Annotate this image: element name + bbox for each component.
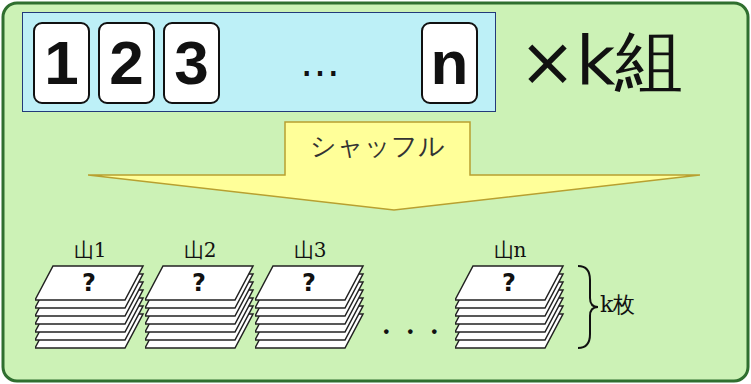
pile-card bbox=[35, 266, 143, 300]
ellipsis: ・・・ bbox=[368, 318, 452, 347]
card-pile: 山2? bbox=[145, 238, 255, 372]
ellipsis: … bbox=[240, 38, 400, 86]
question-mark: ? bbox=[279, 266, 339, 300]
arrow-outline bbox=[88, 122, 700, 210]
pile-card bbox=[145, 266, 253, 300]
set-count-heading: ×k組 bbox=[519, 17, 683, 107]
pile-card bbox=[455, 266, 563, 300]
question-mark: ? bbox=[479, 266, 539, 300]
pile-label: 山2 bbox=[145, 238, 255, 262]
question-mark: ? bbox=[59, 266, 119, 300]
shuffle-label: シャッフル bbox=[285, 126, 470, 166]
number-card: 1 bbox=[33, 22, 90, 104]
card-set-box: ×k組123n bbox=[22, 12, 496, 112]
card-number: 1 bbox=[44, 32, 78, 94]
green-panel bbox=[3, 3, 748, 381]
card-number: 2 bbox=[109, 32, 143, 94]
card-number: 3 bbox=[174, 32, 208, 94]
card-number: n bbox=[431, 32, 469, 94]
number-card: 2 bbox=[98, 22, 155, 104]
brace bbox=[578, 266, 598, 348]
pile-card bbox=[255, 266, 363, 300]
pile-label: 山3 bbox=[255, 238, 365, 262]
number-card: 3 bbox=[163, 22, 220, 104]
pile-label: 山n bbox=[455, 238, 565, 262]
question-mark: ? bbox=[169, 266, 229, 300]
count-label: k枚 bbox=[600, 292, 635, 318]
card-pile: 山1? bbox=[35, 238, 145, 372]
card-pile: 山3? bbox=[255, 238, 365, 372]
number-card: n bbox=[421, 22, 478, 104]
shuffle-arrow: シャッフル bbox=[88, 118, 700, 212]
pile-label: 山1 bbox=[35, 238, 145, 262]
card-pile: 山n? bbox=[455, 238, 565, 372]
